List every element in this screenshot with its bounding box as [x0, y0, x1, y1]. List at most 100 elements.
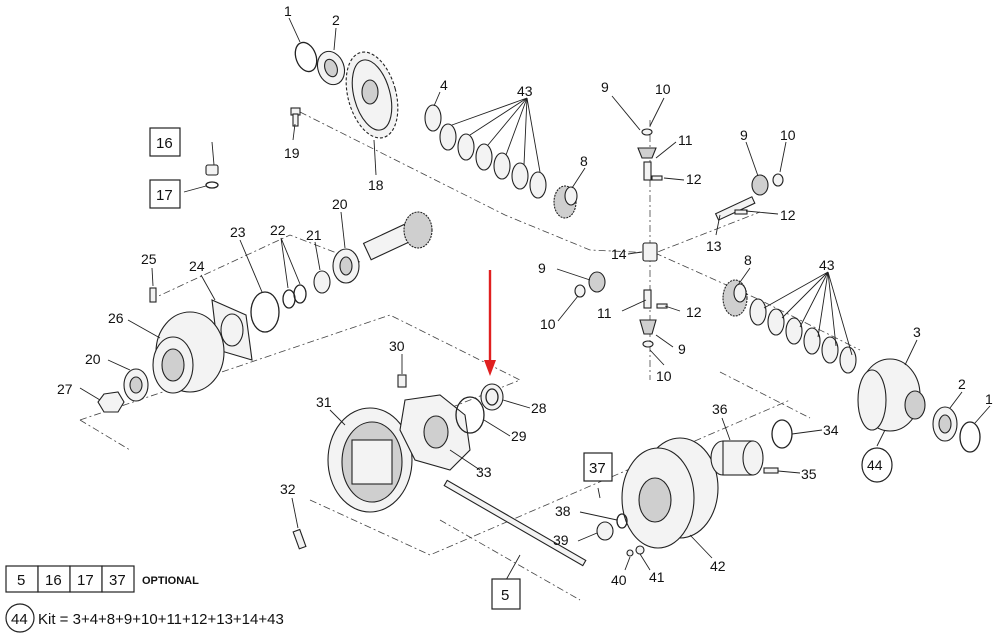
callout-26: 26: [108, 310, 124, 326]
spider-gear-top: [637, 128, 663, 181]
callout-29: 29: [511, 428, 527, 444]
callout-4: 4: [440, 77, 448, 93]
washer-4: [424, 104, 442, 132]
callout-9-c: 9: [538, 260, 546, 276]
callout-31: 31: [316, 394, 332, 410]
callout-1-top: 1: [284, 3, 292, 19]
bearing-20-left: [123, 368, 149, 402]
wheel-drum-42: [621, 437, 719, 549]
legend-optional-16: 16: [45, 572, 62, 589]
drive-shaft-5: [443, 479, 587, 567]
callout-28: 28: [531, 400, 547, 416]
callout-24: 24: [189, 258, 205, 274]
callout-27: 27: [57, 381, 73, 397]
ring-1-right: [959, 421, 981, 453]
cross-block-14: [642, 242, 658, 262]
small-parts-38-41: [596, 513, 645, 557]
bolt-30: [397, 374, 407, 388]
callout-41: 41: [649, 569, 665, 585]
nut-27: [97, 391, 125, 413]
ring-1-top: [294, 41, 318, 73]
differential-case-3: [857, 358, 926, 432]
disc-pack-43-top: [439, 123, 547, 199]
callout-44: 44: [867, 457, 883, 473]
callout-32: 32: [280, 481, 296, 497]
o-ring-23: [250, 291, 280, 333]
callout-35: 35: [801, 466, 817, 482]
callout-1-right: 1: [985, 391, 993, 407]
plug-16: [205, 164, 219, 176]
callout-9-a: 9: [601, 79, 609, 95]
bolt-19: [290, 107, 301, 127]
callout-14: 14: [611, 246, 627, 262]
callout-12-a: 12: [686, 171, 702, 187]
kit-legend: 44 Kit = 3+4+8+9+10+11+12+13+14+43: [5, 603, 284, 633]
leader-lines: [79, 17, 991, 581]
callout-12-c: 12: [686, 304, 702, 320]
bearing-20-top: [332, 248, 360, 284]
callout-33: 33: [476, 464, 492, 480]
callout-43-right: 43: [819, 257, 835, 273]
o-ring-29: [455, 396, 485, 434]
callout-8-right: 8: [744, 252, 752, 268]
callout-2-right: 2: [958, 376, 966, 392]
boxed-callouts: 16 17 37 5: [149, 127, 613, 610]
crown-gear-18: [345, 51, 399, 139]
callout-labels: 1 2 19 4 43 18 9 10 11 12 8 9 10 12 13 1…: [57, 3, 993, 588]
callout-43-top: 43: [517, 83, 533, 99]
spider-gear-right: [714, 173, 784, 221]
optional-legend: 5 16 17 37 OPTIONAL: [5, 565, 199, 593]
callout-30: 30: [389, 338, 405, 354]
boxed-16: 16: [156, 135, 173, 152]
spider-gear-left: [574, 271, 606, 298]
callout-18: 18: [368, 177, 384, 193]
washer-17: [205, 181, 219, 189]
spider-gear-bottom: [639, 289, 668, 348]
callout-11-a: 11: [678, 132, 693, 148]
boxed-17: 17: [156, 187, 173, 204]
callout-9-d: 9: [678, 341, 686, 357]
callout-10-a: 10: [655, 81, 671, 97]
legend-optional-5: 5: [17, 572, 25, 589]
kit-legend-number: 44: [11, 611, 28, 628]
callout-39: 39: [553, 532, 569, 548]
boxed-37: 37: [589, 460, 606, 477]
legend-optional-17: 17: [77, 572, 94, 589]
callout-21: 21: [306, 227, 322, 243]
snap-ring-34: [771, 419, 793, 449]
kit-legend-text: Kit = 3+4+8+9+10+11+12+13+14+43: [38, 611, 284, 628]
disc-pack-43-right: [749, 298, 857, 374]
stud-25: [149, 287, 157, 303]
callout-23: 23: [230, 224, 246, 240]
callout-20-left: 20: [85, 351, 101, 367]
callout-22: 22: [270, 222, 286, 238]
callout-25: 25: [141, 251, 157, 267]
hub-36: [710, 440, 764, 476]
shims-22: [282, 284, 307, 309]
callout-10-c: 10: [540, 316, 556, 332]
callout-12-b: 12: [780, 207, 796, 223]
side-gear-8-right: [722, 279, 748, 317]
callout-11-b: 11: [597, 305, 612, 321]
callout-13: 13: [706, 238, 722, 254]
bolt-32: [292, 528, 307, 550]
callout-8-top: 8: [580, 153, 588, 169]
brake-assembly-31: [327, 407, 413, 513]
callout-36: 36: [712, 401, 728, 417]
side-gear-8-top: [553, 185, 578, 219]
callout-10-d: 10: [656, 368, 672, 384]
kit-44-circle-callout: 44: [861, 447, 893, 483]
callout-19: 19: [284, 145, 300, 161]
pinion-18-shaft: [362, 211, 433, 261]
seal-28: [480, 383, 504, 411]
callout-10-b: 10: [780, 127, 796, 143]
bearing-2-right: [932, 406, 958, 442]
bearing-2-top: [316, 50, 346, 86]
red-arrow-indicator: [484, 270, 496, 376]
callout-20-top: 20: [332, 196, 348, 212]
callout-2-top: 2: [332, 12, 340, 28]
callout-34: 34: [823, 422, 839, 438]
callout-38: 38: [555, 503, 571, 519]
callout-40: 40: [611, 572, 627, 588]
